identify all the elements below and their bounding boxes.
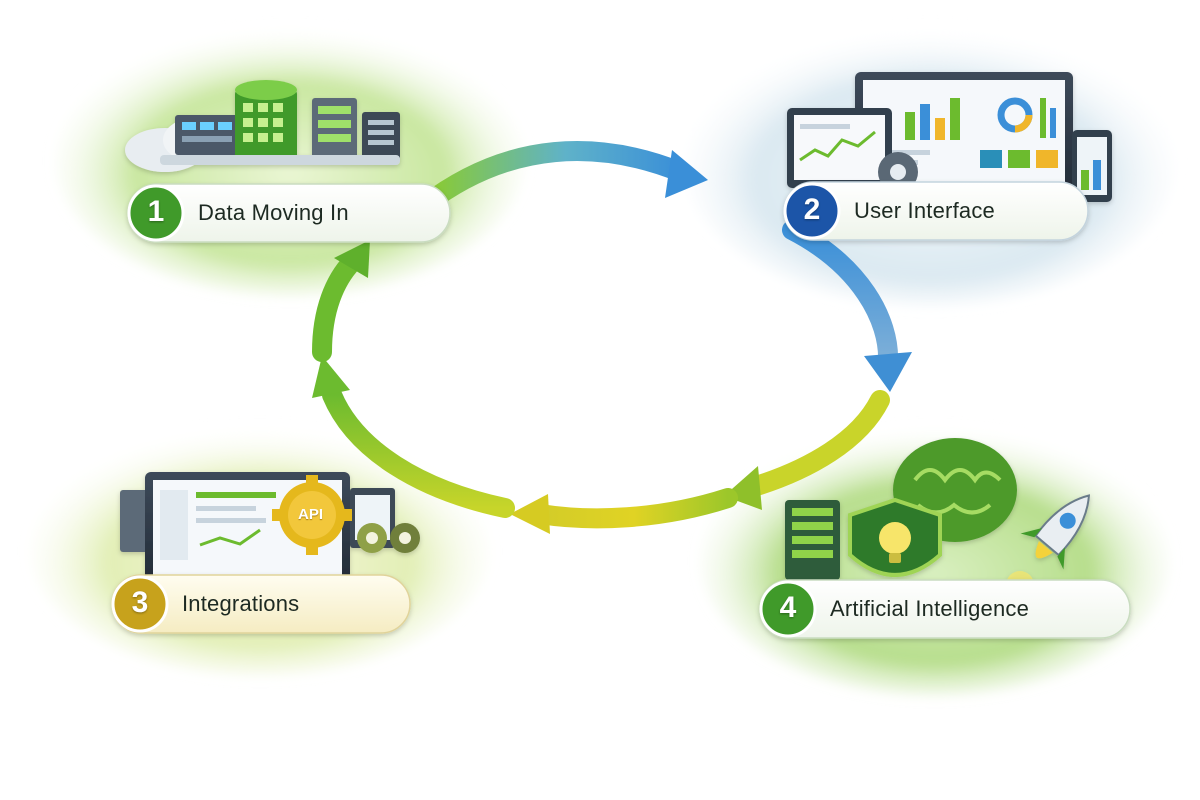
- step-2-number: 2: [803, 193, 821, 226]
- database-server-icon: [125, 80, 400, 172]
- step-1-number: 1: [147, 195, 165, 228]
- step-3-number: 3: [131, 586, 149, 619]
- step-2-pill: [783, 181, 1089, 241]
- cycle-arrow-right: [782, 220, 912, 392]
- cycle-arrow-left-bottom: [312, 356, 515, 518]
- step-3-label: Integrations: [182, 591, 300, 616]
- cycle-arrow-left-top: [312, 240, 370, 362]
- api-badge-label: API: [298, 506, 324, 523]
- step-1-label: Data Moving In: [198, 200, 349, 225]
- dashboard-screens-icon: [787, 72, 1112, 202]
- api-gear-icon: [120, 472, 420, 584]
- cycle-arrow-top: [415, 141, 708, 215]
- step-4-number: 4: [779, 591, 797, 624]
- step-3-pill: [111, 574, 411, 634]
- step-2-label: User Interface: [854, 198, 995, 223]
- step-4-pill: [759, 579, 1131, 639]
- step-4-label: Artificial Intelligence: [830, 596, 1030, 621]
- cycle-arrow-bottom: [510, 488, 738, 534]
- step-1-pill: [127, 183, 451, 243]
